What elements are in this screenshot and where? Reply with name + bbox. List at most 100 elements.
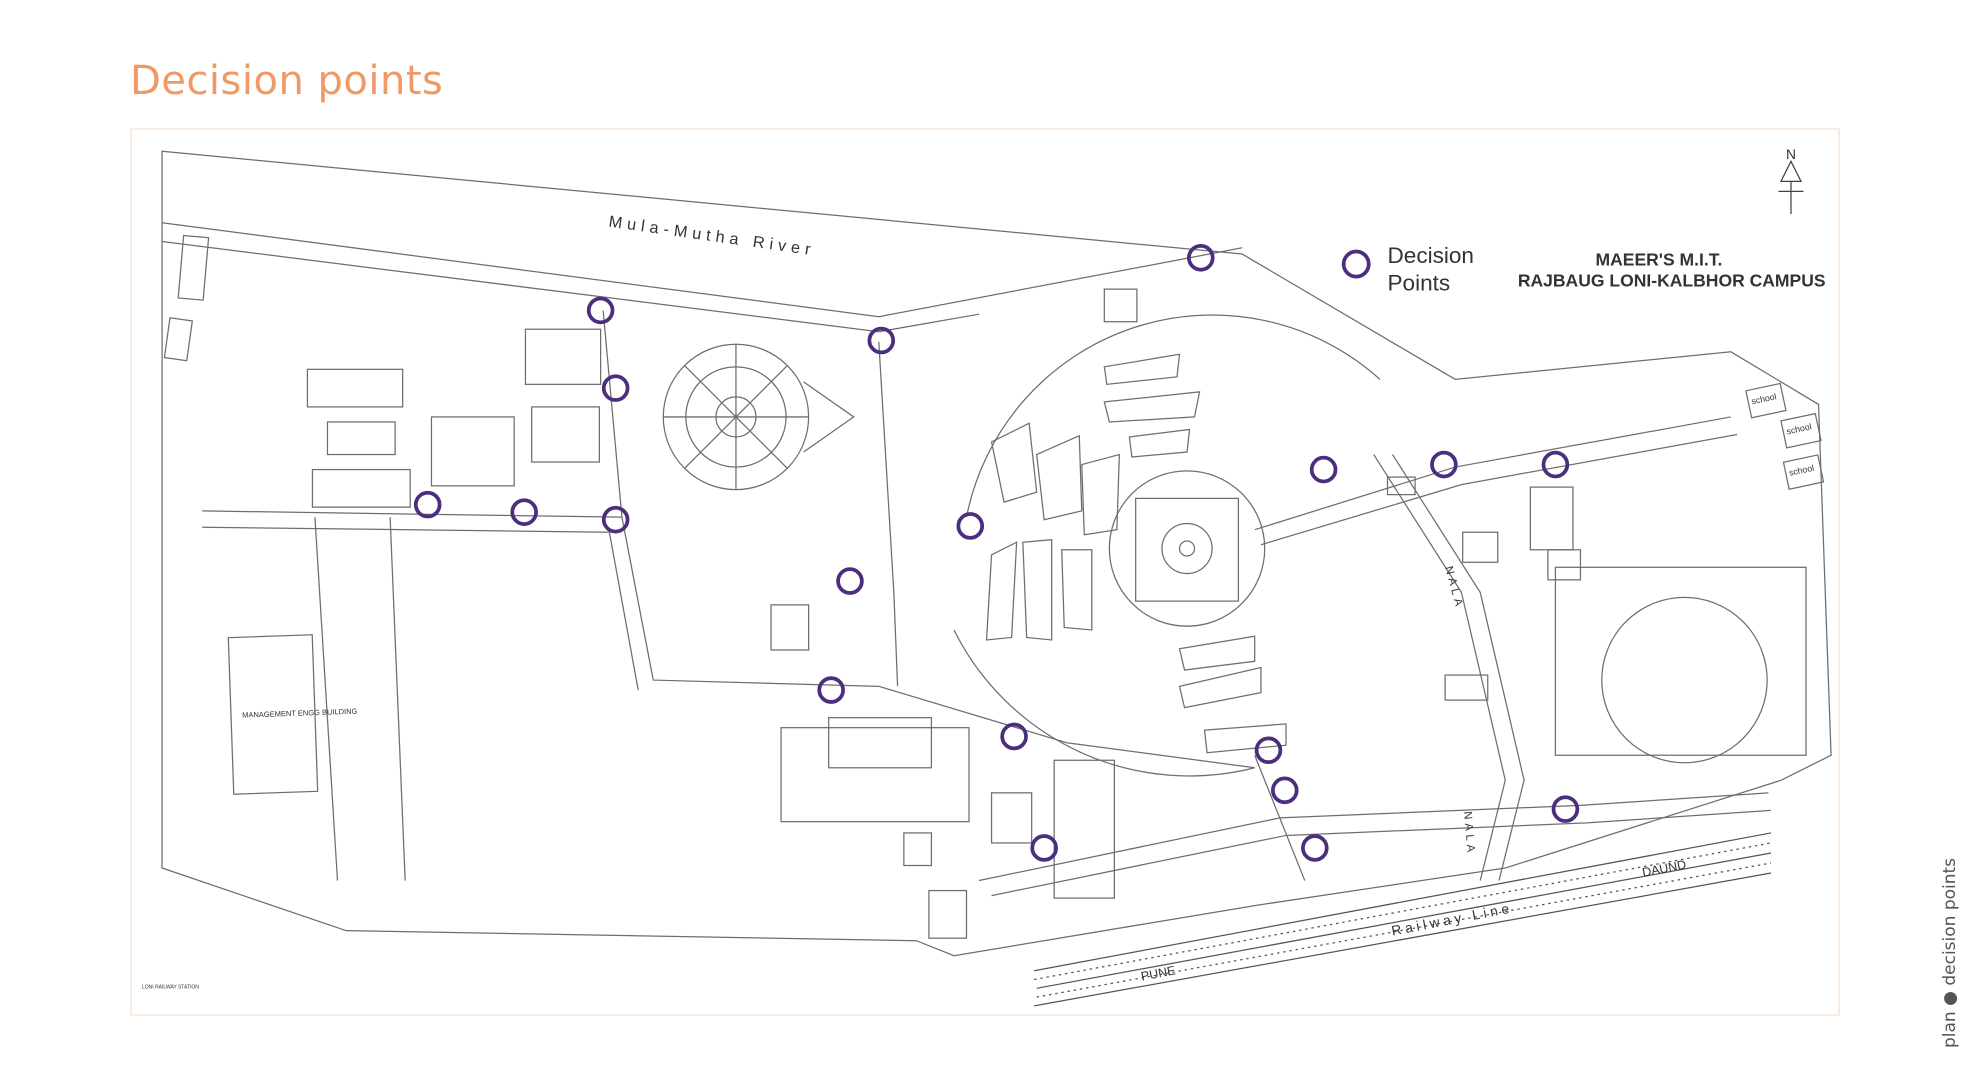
page-title: Decision points xyxy=(130,58,444,104)
hostel-wing-10 xyxy=(1178,635,1256,671)
campus-name-2: RAJBAUG LONI-KALBHOR CAMPUS xyxy=(1518,271,1826,291)
school-label-3: school xyxy=(1788,463,1815,478)
mandala-wing xyxy=(803,381,855,453)
road-west-inner xyxy=(202,526,639,691)
station-label: LONI RAILWAY STATION xyxy=(142,984,199,990)
building-a xyxy=(306,368,404,408)
decision-point-marker xyxy=(586,296,615,325)
railway-track xyxy=(1034,832,1772,1007)
road-vertical-4 xyxy=(314,517,339,881)
decision-point-marker xyxy=(1030,834,1058,862)
hostel-wing-11 xyxy=(1178,666,1262,709)
building-b xyxy=(326,421,396,456)
laundry xyxy=(770,604,810,651)
legend-marker xyxy=(1341,249,1371,279)
building-e xyxy=(531,406,600,463)
nala-channel xyxy=(1373,454,1506,881)
decision-point-marker xyxy=(1254,736,1283,765)
legend-text-2: Points xyxy=(1388,270,1451,295)
decision-point-marker xyxy=(1430,450,1458,479)
school-2 xyxy=(1780,412,1822,449)
road-east-inner xyxy=(1260,433,1738,546)
side-caption: plan ● decision points xyxy=(1940,857,1960,1048)
playground-border xyxy=(1554,566,1807,756)
river-label: Mula-Mutha River xyxy=(608,213,817,260)
hostel-wing-1 xyxy=(990,422,1038,503)
school-3 xyxy=(1782,454,1825,490)
road-south xyxy=(978,792,1769,882)
hostel-wing-7 xyxy=(985,541,1018,641)
decision-point-marker xyxy=(1551,795,1580,823)
playground xyxy=(1601,596,1768,764)
decision-point-marker xyxy=(1301,834,1329,862)
bridge xyxy=(1386,476,1416,496)
riverbank-inner xyxy=(161,240,980,333)
building-h xyxy=(163,317,194,362)
building-c xyxy=(311,468,411,508)
decision-point-marker xyxy=(1309,455,1338,484)
pune-label: PUNE xyxy=(1140,963,1177,983)
gate-house xyxy=(903,832,933,867)
legend-text-1: Decision xyxy=(1388,243,1474,268)
dining-hall xyxy=(1547,549,1582,581)
refresh-hall xyxy=(1529,486,1574,551)
railway-label: Railway Line xyxy=(1390,900,1514,938)
nala-label-bottom: NALA xyxy=(1461,811,1477,856)
north-label: N xyxy=(1786,147,1796,162)
mandala-spokes xyxy=(663,344,809,490)
campus-map: N Mula-Mutha River MAEER'S M.I.T. RAJBAU… xyxy=(130,128,1840,1016)
nala-channel-2 xyxy=(1391,454,1525,881)
decision-point-marker xyxy=(1000,722,1028,751)
road-vertical-1 xyxy=(602,310,623,518)
building-d xyxy=(430,416,515,487)
decision-point-marker xyxy=(601,505,630,534)
road-vertical-5 xyxy=(389,517,406,881)
decision-point-marker xyxy=(1541,450,1570,479)
college-block xyxy=(1053,759,1115,899)
riverbank xyxy=(161,222,1243,318)
management-label: MANAGEMENT ENGG BUILDING xyxy=(242,707,358,720)
decision-points-layer xyxy=(413,244,1580,862)
central-plaza-dot xyxy=(1178,540,1196,557)
pharmacy xyxy=(990,792,1033,844)
hostel-wing-5 xyxy=(1103,391,1201,423)
decision-point-marker xyxy=(817,676,845,704)
arc-road-outer xyxy=(965,314,1381,518)
amphitheatre xyxy=(1444,674,1489,701)
site-boundary xyxy=(161,150,1832,957)
school-label-2: school xyxy=(1786,421,1813,436)
road-east xyxy=(1254,416,1731,531)
railway-ties xyxy=(1034,842,1772,998)
daund-label: DAUND xyxy=(1641,857,1687,879)
lawn-rect xyxy=(828,717,933,769)
hostel-block xyxy=(780,727,970,823)
management-building xyxy=(227,634,319,795)
road-vertical-2 xyxy=(878,341,899,687)
decision-point-marker xyxy=(836,567,864,595)
decision-point-marker xyxy=(1270,776,1299,805)
central-plaza-square xyxy=(1135,497,1240,602)
hostel-wing-2 xyxy=(1035,434,1083,521)
north-arrow xyxy=(1778,159,1804,214)
hostel-wing-9 xyxy=(1061,549,1093,631)
decision-point-marker xyxy=(867,326,896,355)
building-f xyxy=(524,328,602,385)
school-1 xyxy=(1745,382,1787,419)
decision-point-marker xyxy=(601,374,630,402)
building-g xyxy=(177,234,210,301)
arc-road-inner xyxy=(953,629,1255,777)
road-west xyxy=(202,510,1255,769)
school-label-1: school xyxy=(1750,391,1777,406)
road-south-inner xyxy=(991,809,1771,897)
decision-point-marker xyxy=(510,498,538,526)
nala-label-top: NALA xyxy=(1442,565,1465,611)
hostel-wing-12 xyxy=(1203,723,1287,754)
power-house xyxy=(928,889,968,939)
decision-point-marker xyxy=(413,490,442,519)
generator-room xyxy=(1103,288,1138,323)
hostel-wing-4 xyxy=(1103,353,1181,386)
decision-point-marker xyxy=(1187,244,1215,272)
decision-point-marker xyxy=(956,512,985,540)
hostel-wing-8 xyxy=(1022,539,1053,641)
road-vertical-3 xyxy=(1254,755,1306,881)
